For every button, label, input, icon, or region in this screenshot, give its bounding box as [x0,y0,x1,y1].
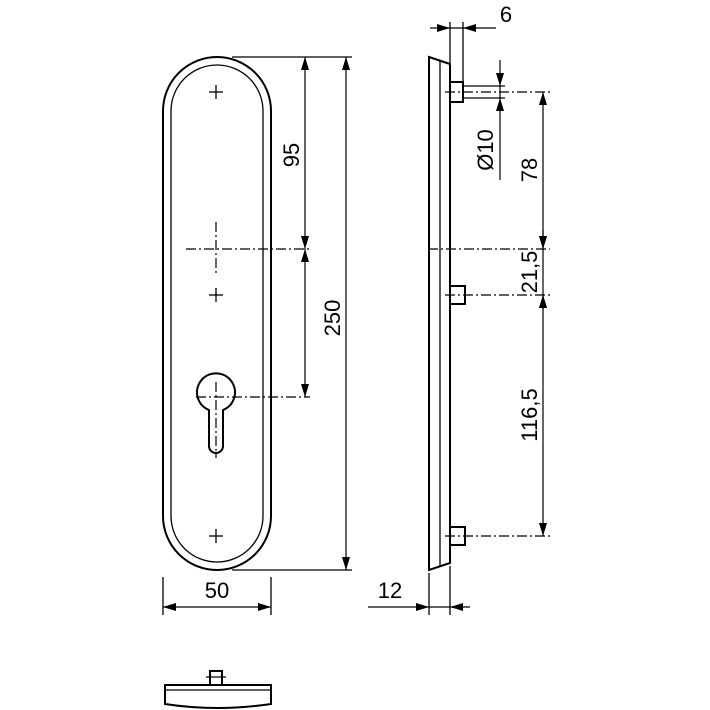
dimension-12-label: 12 [378,578,402,603]
screw-hole-top [209,85,223,99]
dimension-6: 6 [430,2,512,82]
dimension-handle-cylinder [301,249,309,397]
keyhole-center-mark [196,382,310,458]
dimension-6-label: 6 [500,2,512,27]
dimension-diameter-10: Ø10 [473,60,504,180]
dimension-12: 12 [368,566,470,615]
dimension-50-label: 50 [205,578,229,603]
dimension-95-label: 95 [279,143,304,167]
dimension-21-5-label: 21,5 [517,251,542,294]
dimension-250: 250 [320,57,350,570]
dimension-116-5-label: 116,5 [517,388,542,441]
keyhole-cylinder-icon [196,372,236,454]
dimension-78-label: 78 [517,158,542,182]
dimension-116-5: 116,5 [517,295,547,536]
dimension-diameter-label: Ø10 [473,129,498,171]
bottom-stud [209,670,223,686]
plate-outline [162,56,272,571]
front-view: 95 250 50 [162,56,352,615]
screw-hole-middle [209,288,223,302]
side-plate-outline [428,55,451,572]
side-view: 6 Ø10 78 21,5 116,5 [368,2,550,615]
bottom-plate-outline [164,684,272,709]
dimension-250-label: 250 [320,300,345,337]
screw-hole-bottom [209,529,223,543]
plate-bevel [170,64,264,563]
handle-center-mark [186,222,310,276]
dimension-50: 50 [162,577,272,615]
dimension-78: 78 [517,92,547,249]
dimension-95: 95 [279,57,309,249]
bottom-view [164,670,272,709]
